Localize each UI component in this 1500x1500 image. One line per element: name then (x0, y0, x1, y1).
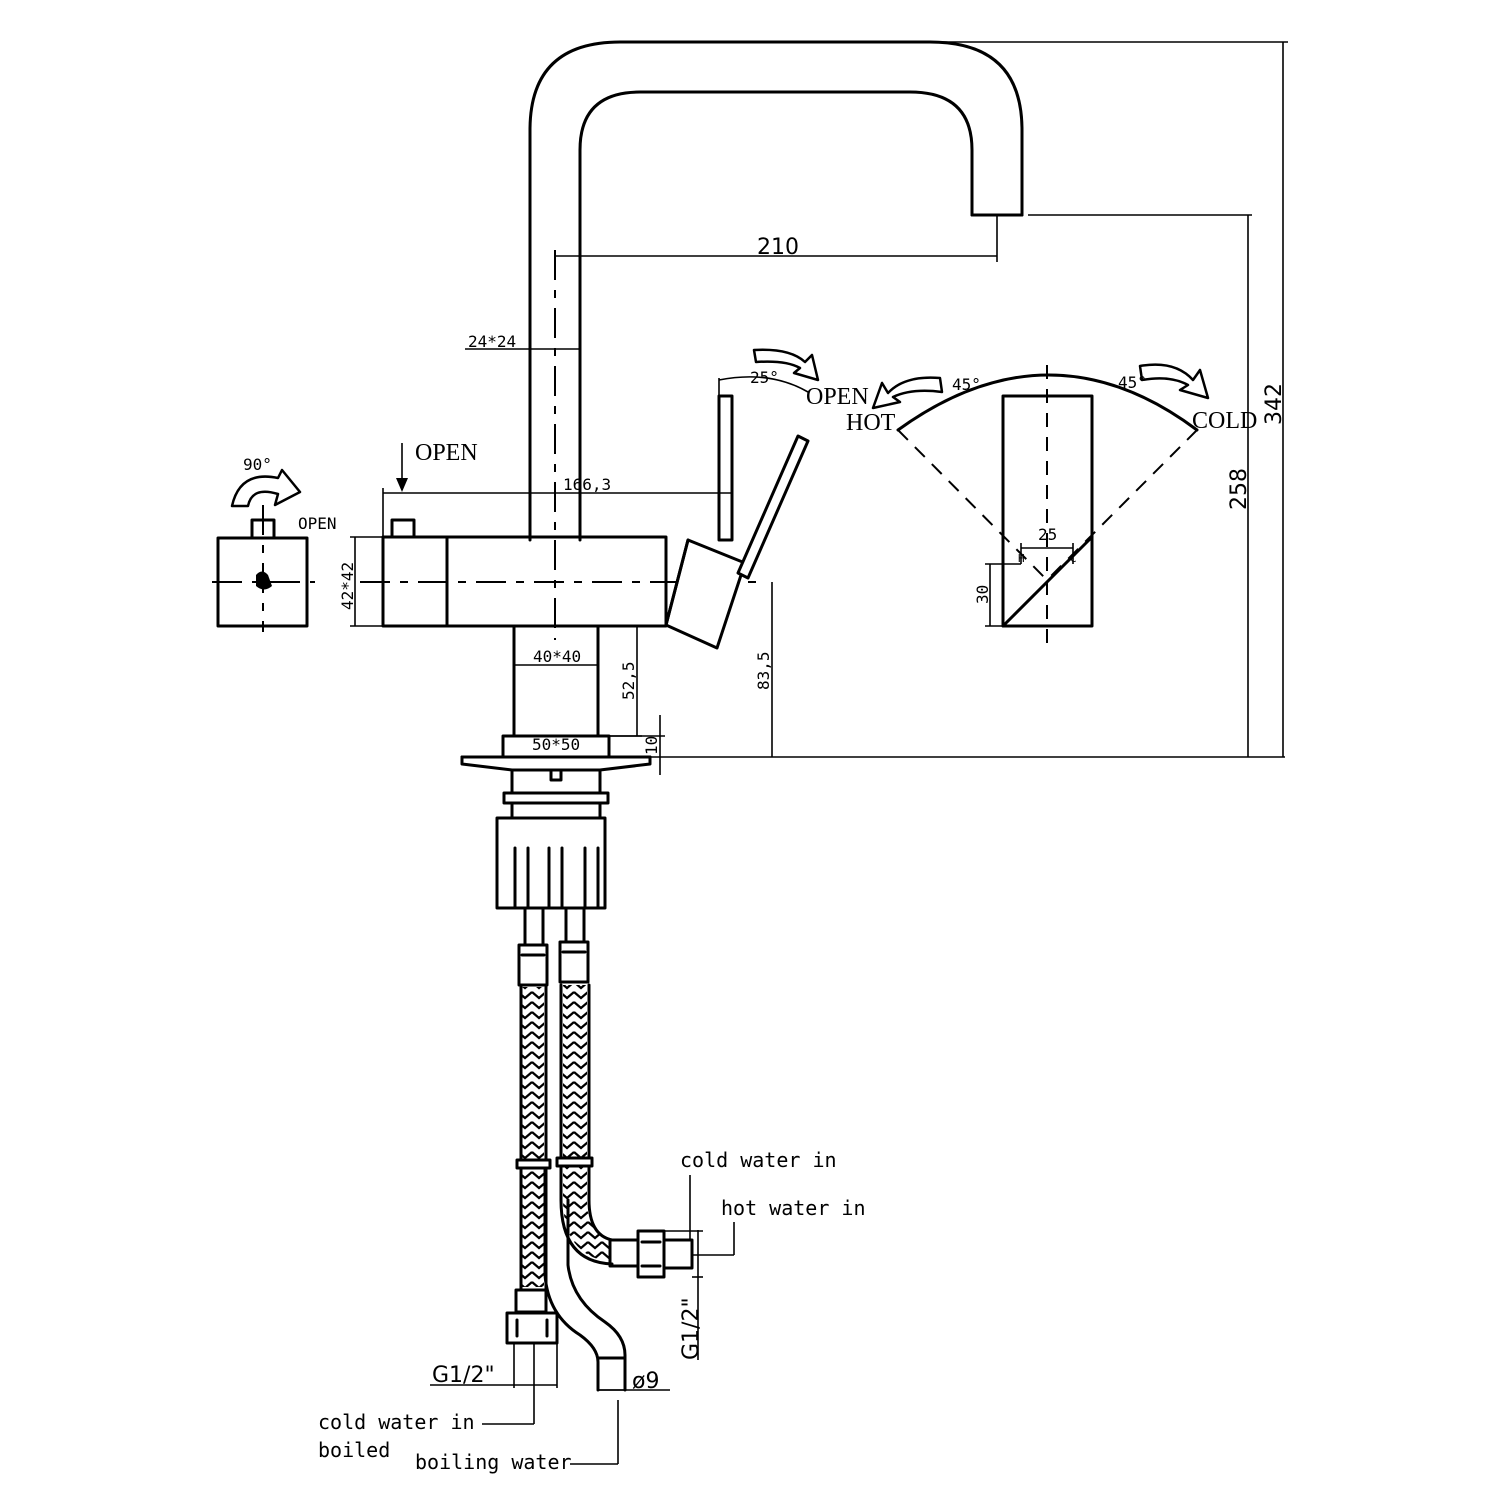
label-cold-water-in: cold water in (680, 1148, 837, 1172)
lever-open-arrow (752, 348, 820, 382)
dimension-labels: 210 24*24 166,3 42*42 40*40 50*50 52,5 1… (243, 235, 1287, 1394)
label-open-top: OPEN (415, 440, 478, 466)
dim-pipe-diameter: ø9 (632, 1369, 659, 1394)
supply-hoses (505, 906, 694, 1392)
dim-thread-left: G1/2" (432, 1363, 495, 1388)
dim-knob-angle: 90° (243, 455, 272, 474)
dim-spout-section: 24*24 (468, 332, 516, 351)
dim-outlet-height: 258 (1227, 468, 1252, 510)
dim-body-length: 166,3 (563, 475, 611, 494)
dim-handle-height: 30 (973, 585, 992, 604)
label-c-mark: C (1070, 552, 1077, 565)
dim-spout-reach: 210 (757, 235, 799, 260)
label-open-knob: OPEN (298, 514, 337, 533)
dim-base-section: 50*50 (532, 735, 580, 754)
label-boiled: boiled (318, 1438, 390, 1462)
label-boiling-water: boiling water (415, 1450, 572, 1474)
dim-lever-angle: 25° (750, 368, 779, 387)
dim-column-section: 40*40 (533, 647, 581, 666)
knob-side-view (212, 468, 315, 632)
annotation-labels: OPEN OPEN OPEN HOT COLD H C cold water i… (298, 384, 1257, 1474)
dim-body-section: 42*42 (338, 562, 357, 610)
label-hot: HOT (846, 410, 896, 436)
label-cold-water-in-boiled: cold water in (318, 1410, 475, 1434)
column-base (460, 624, 652, 910)
dimension-lines (350, 41, 1288, 1465)
dim-body-height: 83,5 (754, 651, 773, 690)
dim-base-height: 10 (642, 736, 661, 755)
lever-handle (664, 394, 810, 650)
dim-handle-gap: 25 (1038, 525, 1057, 544)
label-cold: COLD (1192, 408, 1257, 434)
dim-mix-angle-right: 45° (1118, 373, 1147, 392)
dim-thread-right: G1/2" (679, 1297, 704, 1360)
dim-column-height: 52,5 (619, 661, 638, 700)
dim-mix-angle-left: 45° (952, 375, 981, 394)
dim-total-height: 342 (1262, 383, 1287, 425)
handle-top-view (871, 363, 1210, 645)
label-hot-water-in: hot water in (721, 1196, 866, 1220)
label-h-mark: H (1018, 552, 1025, 565)
spout (528, 40, 1024, 640)
label-open-lever: OPEN (806, 384, 869, 410)
